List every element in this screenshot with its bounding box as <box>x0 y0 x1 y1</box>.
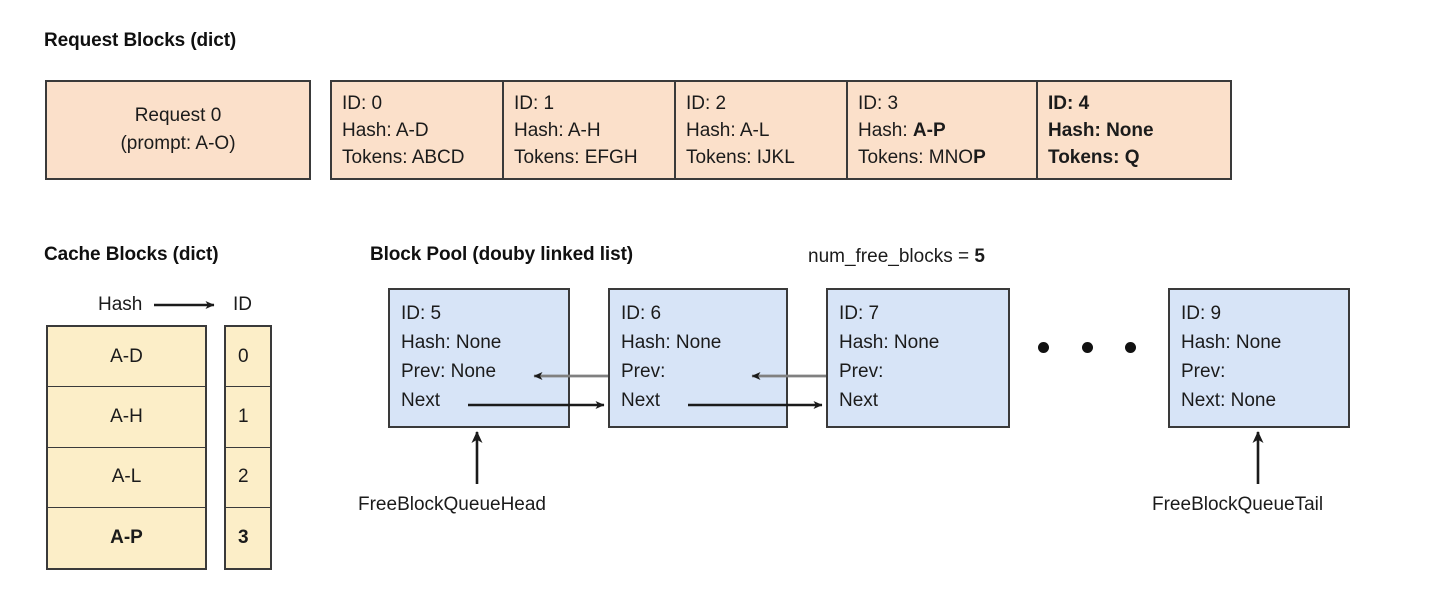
cache-id-cell: 3 <box>238 526 249 548</box>
id-column-header: ID <box>233 294 252 315</box>
block-id: ID: 3 <box>858 93 899 114</box>
block-tokens: Tokens: ABCD <box>342 147 465 168</box>
request-block-cell: ID: 2 Hash: A-L Tokens: IJKL <box>676 82 848 178</box>
request-prompt: (prompt: A-O) <box>120 133 236 154</box>
block-tokens: Tokens: EFGH <box>514 147 638 168</box>
request-block-cell: ID: 1 Hash: A-H Tokens: EFGH <box>504 82 676 178</box>
block-hash: Hash: None <box>1048 120 1154 141</box>
request-name: Request 0 <box>134 105 222 126</box>
block-id: ID: 4 <box>1048 93 1090 114</box>
block-hash: Hash: A-L <box>686 120 770 141</box>
cache-id-cell: 2 <box>226 448 270 508</box>
ellipsis-dot <box>1125 342 1136 353</box>
cache-blocks-title: Cache Blocks (dict) <box>44 244 219 265</box>
pool-node-hash: Hash: None <box>1181 332 1282 353</box>
pool-node-hash: Hash: None <box>621 332 722 353</box>
pool-node-prev: Prev: <box>839 361 884 382</box>
block-id: ID: 1 <box>514 93 555 114</box>
request-block-cell: ID: 3 Hash: A-P Tokens: MNOP <box>848 82 1038 178</box>
pool-node-id: ID: 6 <box>621 303 662 324</box>
free-block-queue-tail-label: FreeBlockQueueTail <box>1152 494 1324 515</box>
pool-node-next: Next <box>621 390 661 411</box>
block-id: ID: 2 <box>686 93 727 114</box>
cache-hash-cell: A-L <box>48 448 205 508</box>
pool-node-hash: Hash: None <box>401 332 502 353</box>
pool-node-id: ID: 9 <box>1181 303 1222 324</box>
block-pool-title: Block Pool (douby linked list) <box>370 244 634 265</box>
block-hash: Hash: A-H <box>514 120 601 141</box>
block-hash: Hash: A-D <box>342 120 429 141</box>
free-block-queue-head-label: FreeBlockQueueHead <box>358 494 546 515</box>
block-tokens: Tokens: MNOP <box>858 147 986 168</box>
pool-node-next: Next <box>401 390 441 411</box>
request-blocks-title: Request Blocks (dict) <box>44 30 237 51</box>
pool-node-next: Next: None <box>1181 390 1277 411</box>
block-id: ID: 0 <box>342 93 383 114</box>
block-tokens: Tokens: IJKL <box>686 147 795 168</box>
block-tokens: Tokens: Q <box>1048 147 1140 168</box>
hash-column-header: Hash <box>98 294 143 315</box>
cache-id-cell: 0 <box>226 327 270 388</box>
block-hash: Hash: A-P <box>858 120 946 141</box>
pool-node-hash: Hash: None <box>839 332 940 353</box>
ellipsis-dot <box>1081 342 1093 353</box>
request-blocks-strip: ID: 0 Hash: A-D Tokens: ABCD ID: 1 Hash: A-H… <box>330 80 1232 180</box>
num-free-blocks-value: 5 <box>974 246 985 267</box>
request-0-box: Request 0 (prompt: A-O) <box>45 80 311 180</box>
pool-node-id: ID: 5 <box>401 303 442 324</box>
pool-node-prev: Prev: None <box>401 361 497 382</box>
ellipsis-icon <box>1038 342 1136 353</box>
pool-node-next: Next <box>839 390 879 411</box>
cache-hash-cell: A-P <box>110 526 143 548</box>
cache-id-cell: 1 <box>226 387 270 448</box>
pool-node-prev: Prev: <box>621 361 666 382</box>
num-free-blocks-label: num_free_blocks = <box>808 246 975 267</box>
request-block-cell: ID: 0 Hash: A-D Tokens: ABCD <box>332 82 504 178</box>
pool-node-prev: Prev: <box>1181 361 1226 382</box>
cache-hash-cell: A-H <box>48 387 205 448</box>
cache-hash-cell: A-D <box>48 327 205 388</box>
num-free-blocks: num_free_blocks = 5 <box>808 246 985 268</box>
ellipsis-dot <box>1038 342 1049 353</box>
pool-node-id: ID: 7 <box>839 303 880 324</box>
